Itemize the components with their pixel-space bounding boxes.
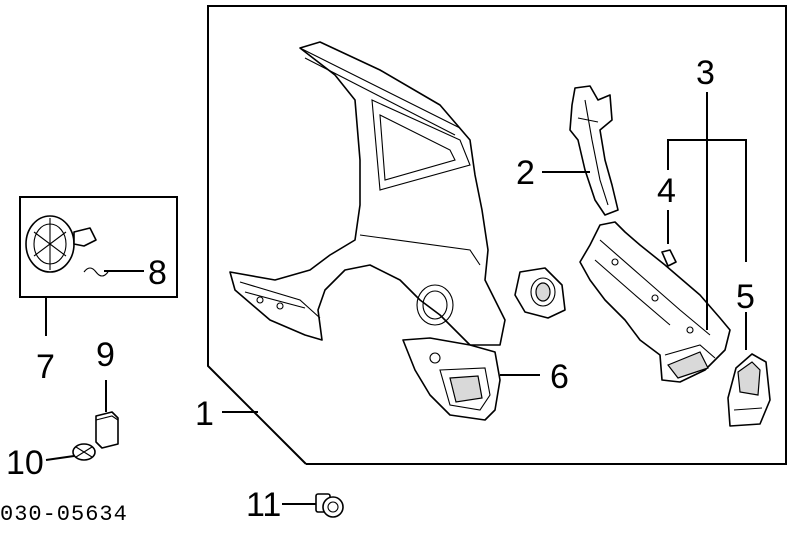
- rear-quarter-panel: [229, 41, 506, 346]
- bracket-plate: [727, 353, 771, 427]
- fuel-lid: [25, 215, 97, 273]
- callout-5: 5: [736, 278, 755, 316]
- wheel-house-inner: [579, 221, 731, 383]
- pillar-reinforcement: [569, 85, 619, 216]
- callout-4: 4: [657, 172, 676, 210]
- callout-7: 7: [36, 348, 55, 386]
- callout-8: 8: [148, 254, 167, 292]
- callout-2: 2: [516, 154, 535, 192]
- callout-9: 9: [96, 336, 115, 374]
- callout-1: 1: [195, 395, 214, 433]
- small-bracket: [661, 249, 677, 267]
- callout-10: 10: [6, 444, 44, 482]
- fuel-lid-spring: [83, 267, 109, 277]
- leader-10: [45, 455, 75, 461]
- fuel-lid-inset-box: [19, 196, 178, 298]
- callout-3: 3: [696, 54, 715, 92]
- callout-11: 11: [246, 486, 281, 524]
- callout-6: 6: [550, 358, 569, 396]
- diagram-code: 030-05634: [0, 502, 128, 527]
- bumper-pad: [95, 411, 119, 449]
- fuel-filler-housing: [514, 267, 566, 319]
- bolt: [315, 493, 344, 518]
- leader-4-5: [667, 139, 747, 262]
- clip: [72, 443, 96, 461]
- fuel-filler-extension: [402, 337, 501, 421]
- assembly-frame: [207, 5, 787, 465]
